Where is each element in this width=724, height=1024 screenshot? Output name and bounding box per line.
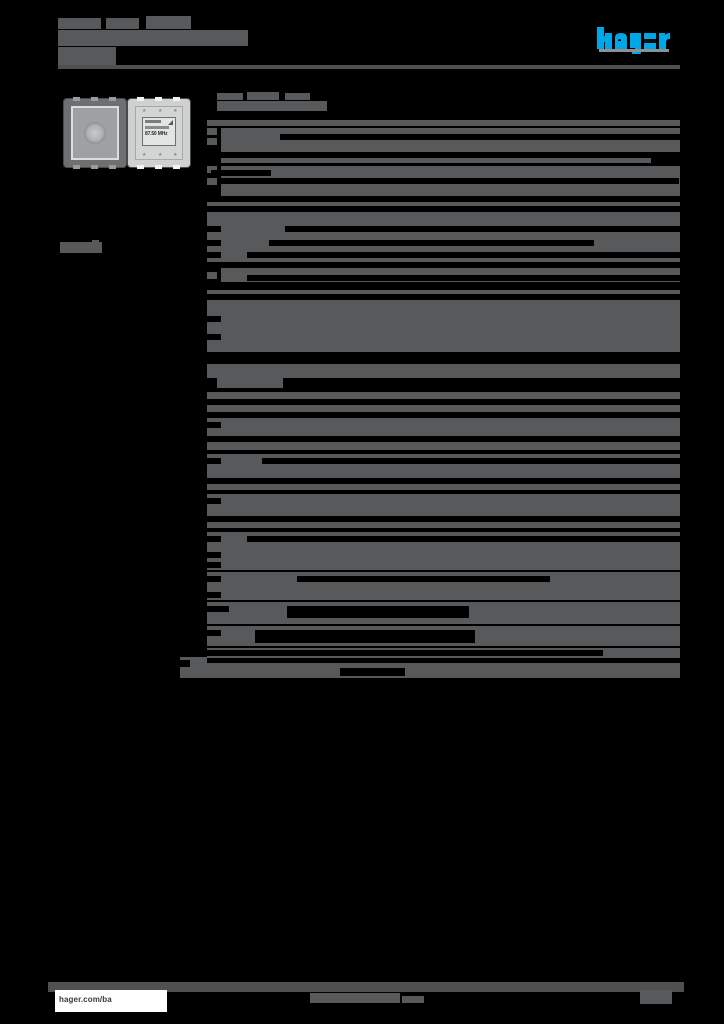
redaction-bar: [207, 316, 221, 322]
screen-status-line: [145, 120, 161, 123]
redaction-bar: [269, 240, 594, 246]
product-image-radio-display: ★ ★ ★ ★ ★ ★ 87.50 MHz: [128, 97, 190, 169]
redaction-bar: [255, 630, 475, 643]
redaction-bar: [207, 334, 221, 340]
redaction-bar: [207, 206, 680, 212]
table-row: [207, 418, 680, 450]
header-subtitle-fragment: [194, 30, 234, 36]
redaction-bar: [207, 422, 221, 428]
speaker-grille-icon: [82, 120, 108, 146]
header-divider: [58, 65, 680, 69]
section-2-table: [207, 392, 680, 682]
product-image-speaker: [64, 97, 126, 169]
table-row: [207, 120, 680, 126]
redaction-bar: [262, 458, 680, 464]
row-bullet: [207, 178, 217, 185]
row-bullet: [207, 166, 217, 173]
redaction-bar: [207, 294, 680, 300]
radio-button-down-left-icon[interactable]: ★: [142, 152, 147, 158]
radio-screen: 87.50 MHz: [142, 117, 176, 146]
product-image-panel: ★ ★ ★ ★ ★ ★ 87.50 MHz: [60, 95, 200, 172]
redaction-bar: [287, 606, 469, 618]
hager-logo: [597, 27, 677, 54]
radio-frame: ★ ★ ★ ★ ★ ★ 87.50 MHz: [135, 106, 183, 160]
redaction-bar: [207, 240, 221, 246]
header-title-fragment-1: [58, 18, 101, 29]
redaction-bar: [207, 592, 221, 598]
redaction-bar: [285, 226, 680, 232]
row-bullet: [207, 272, 217, 279]
redaction-bar: [247, 275, 680, 281]
redaction-bar: [180, 678, 680, 682]
header-title-fragment-3: [146, 16, 191, 29]
footnote-bullet: [180, 660, 190, 667]
radio-button-up-left-icon[interactable]: ★: [142, 108, 147, 114]
redaction-bar: [207, 252, 221, 258]
screen-label-line: [145, 126, 169, 129]
redaction-bar: [211, 170, 271, 176]
redaction-bar: [297, 576, 550, 582]
screen-frequency-value: 87.50 MHz: [145, 131, 168, 137]
sidebar-label-block: [60, 242, 102, 253]
radio-button-down-mid-icon[interactable]: ★: [158, 152, 163, 158]
footer-url-box[interactable]: hager.com/ba: [55, 990, 167, 1012]
screen-signal-icon: [168, 120, 173, 125]
redaction-bar: [207, 498, 221, 504]
redaction-bar: [207, 552, 221, 558]
section-2-heading: [207, 378, 680, 392]
redaction-bar: [207, 458, 221, 464]
table-row: [221, 128, 680, 152]
speaker-frame: [71, 106, 119, 160]
redaction-bar: [207, 352, 680, 358]
radio-button-up-right-icon[interactable]: ★: [173, 108, 178, 114]
sidebar-label-marker: [92, 240, 99, 245]
redaction-bar: [207, 576, 221, 582]
page-header: [58, 16, 680, 70]
redaction-bar: [207, 516, 680, 522]
redaction-bar: [207, 226, 221, 232]
redaction-bar: [211, 178, 679, 184]
redaction-bar: [207, 399, 215, 405]
table-row: [207, 290, 680, 358]
radio-button-down-right-icon[interactable]: ★: [173, 152, 178, 158]
redaction-bar: [247, 536, 680, 542]
redaction-bar: [340, 668, 405, 676]
header-reference-block: [58, 47, 116, 65]
redaction-bar: [207, 630, 221, 636]
redaction-bar: [207, 658, 680, 663]
row-bullet: [207, 138, 217, 145]
redaction-bar: [247, 252, 680, 258]
redaction-bar: [207, 650, 603, 656]
redaction-bar: [207, 606, 229, 612]
footer-page-number: [640, 990, 672, 1004]
section-1-heading: [207, 92, 680, 111]
redaction-bar: [280, 134, 680, 140]
section-1-table: [207, 120, 680, 378]
redaction-bar: [207, 536, 221, 542]
redaction-bar: [207, 436, 680, 442]
table-row: [207, 494, 680, 528]
table-row: [207, 364, 680, 378]
redaction-bar: [207, 478, 680, 484]
footer-center-text-2: [402, 996, 424, 1003]
header-title-fragment-2: [106, 18, 139, 29]
redaction-bar: [207, 562, 221, 568]
redaction-bar: [215, 399, 680, 405]
radio-button-up-mid-icon[interactable]: ★: [158, 108, 163, 114]
table-row: [221, 158, 651, 163]
row-bullet: [207, 128, 217, 135]
footer-url-link[interactable]: hager.com/ba: [59, 995, 112, 1004]
footer-center-text: [310, 993, 400, 1003]
footer-divider: [48, 982, 684, 992]
